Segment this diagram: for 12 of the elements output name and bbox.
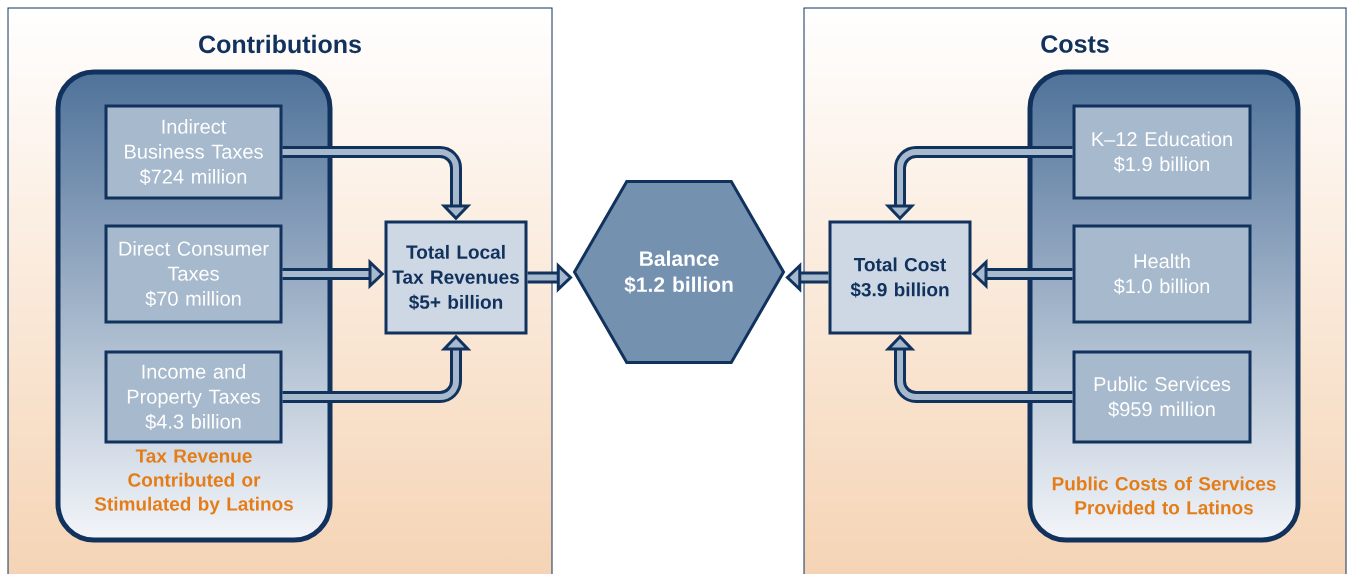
tax-box: K–12 Education $1.9 billion xyxy=(1072,104,1252,200)
group-caption: Tax Revenue Contributed or Stimulated by Latinos xyxy=(94,449,293,515)
panel-title: Contributions xyxy=(199,34,361,54)
tax-box: Income and Property Taxes $4.3 billion xyxy=(104,350,283,444)
tax-box: Public Services $959 million xyxy=(1072,350,1252,444)
tax-box: Health $1.0 billion xyxy=(1072,224,1252,324)
group-caption: Public Costs of Services Provided to Latinos xyxy=(1052,476,1276,515)
total-box: Total Cost $3.9 billion xyxy=(828,220,972,335)
total-box: Total Local Tax Revenues $5+ billion xyxy=(384,220,528,335)
tax-box: Direct Consumer Taxes $70 million xyxy=(104,224,283,324)
tax-box: Indirect Business Taxes $724 million xyxy=(104,104,283,200)
panel-title: Costs xyxy=(1041,35,1109,53)
